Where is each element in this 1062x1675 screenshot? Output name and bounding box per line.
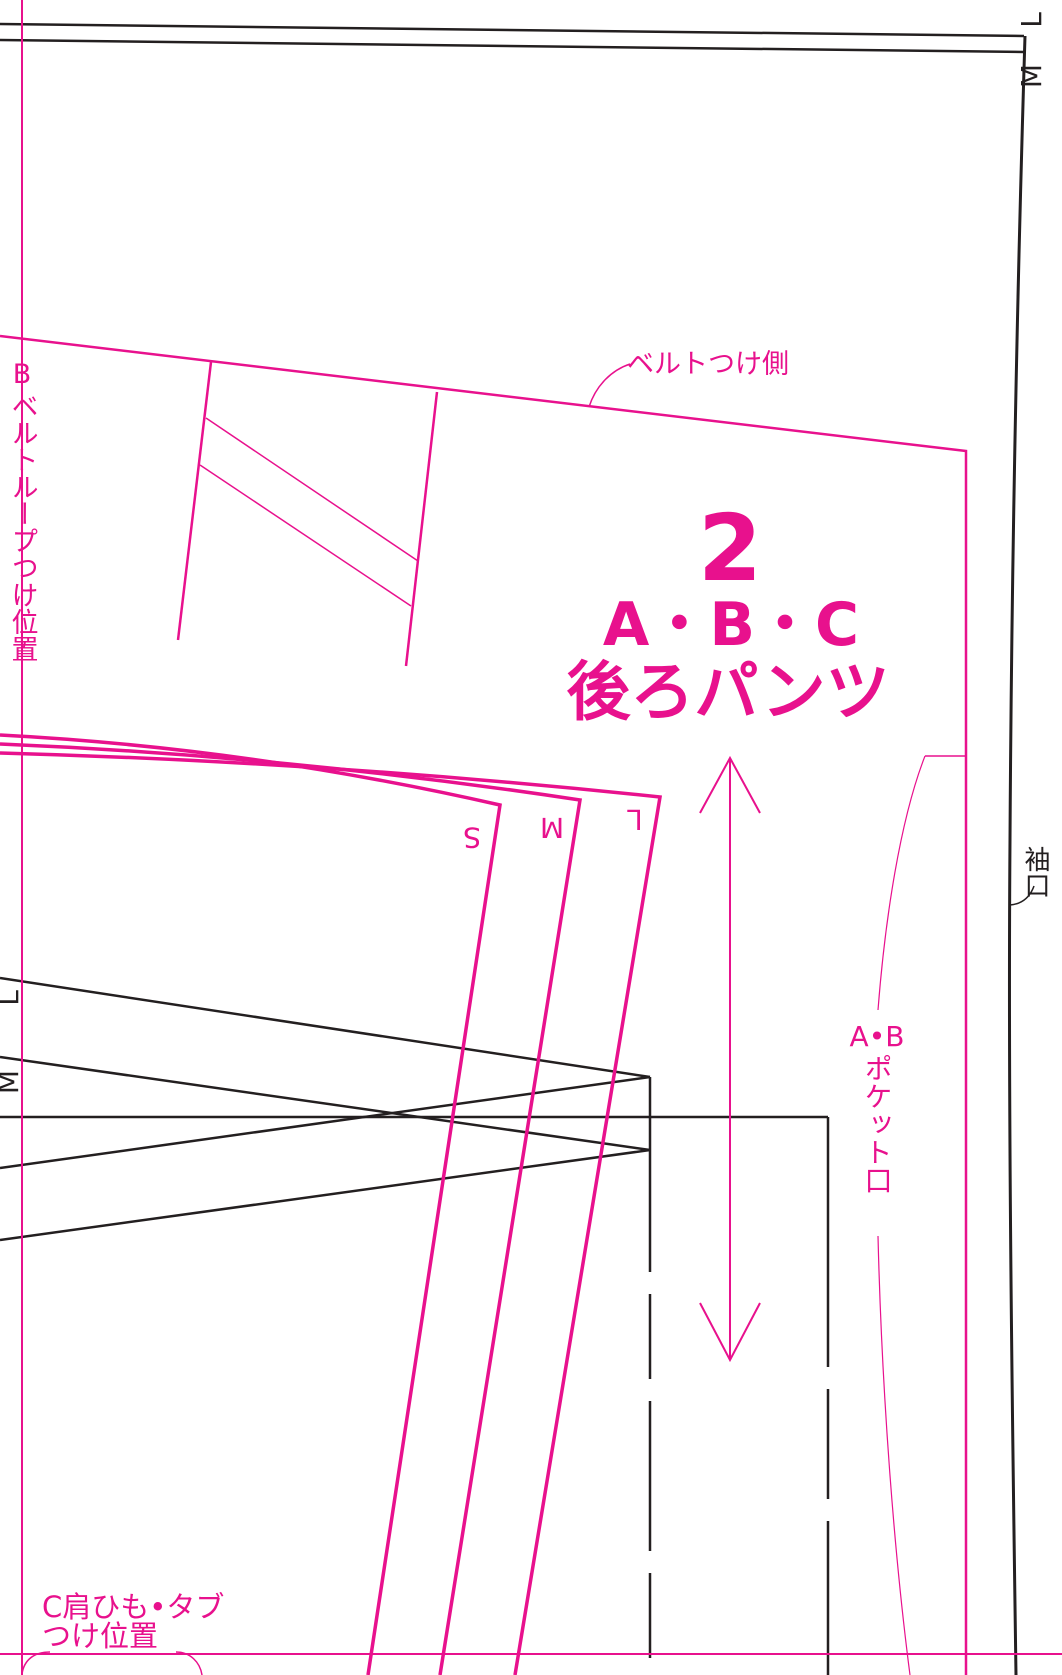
top-hem-line-m bbox=[0, 38, 1025, 54]
strap-position-label-1: C肩ひも•タブ bbox=[42, 1590, 224, 1624]
pocket-opening-lower bbox=[877, 1235, 911, 1675]
size-mark-s: S bbox=[463, 821, 481, 854]
size-mark-m: M bbox=[540, 811, 564, 844]
size-mark-top-l: L bbox=[1015, 12, 1048, 28]
pocket-opening-label: ポケット口 bbox=[861, 1054, 894, 1194]
strap-leader bbox=[21, 1651, 203, 1675]
size-m-outline bbox=[0, 742, 583, 1675]
dart-diagonal-2 bbox=[199, 464, 412, 607]
pocket-opening-upper bbox=[877, 755, 926, 1011]
piece-name: 後ろパンツ bbox=[566, 656, 889, 730]
grain-arrow-head-top bbox=[699, 755, 761, 814]
waist-belt-line bbox=[0, 334, 968, 1675]
black-outline-group bbox=[0, 22, 1027, 1675]
pocket-label-backdrop bbox=[840, 1012, 915, 1234]
grain-arrow-head-bottom bbox=[699, 1302, 761, 1363]
belt-loop-position-label: ベルトループつけ位置 bbox=[7, 392, 38, 662]
belt-loop-b-label: B bbox=[13, 359, 32, 390]
piece-variants: A・B・C bbox=[603, 590, 859, 660]
size-mark-left-m: M bbox=[0, 1070, 25, 1094]
size-mark-l: L bbox=[627, 803, 643, 836]
piece-number: 2 bbox=[698, 495, 762, 602]
top-hem-line-l bbox=[0, 22, 1025, 38]
cuff-label: 袖口 bbox=[1020, 846, 1050, 898]
black-dart-lower-b bbox=[0, 1148, 651, 1242]
right-side-seam bbox=[1007, 35, 1027, 1675]
black-dart-lower-a bbox=[0, 1075, 651, 1170]
dart-leg-right bbox=[404, 391, 439, 667]
dart-leg-left bbox=[176, 361, 213, 641]
piece-title-group: 2 A・B・C 後ろパンツ bbox=[566, 495, 889, 730]
pocket-variants-label: A•B bbox=[850, 1020, 905, 1053]
dart-diagonal-1 bbox=[205, 417, 419, 562]
belt-side-label: ベルトつけ側 bbox=[627, 349, 789, 380]
size-l-outline bbox=[0, 751, 663, 1675]
belt-side-leader bbox=[588, 363, 631, 408]
cuff-leader bbox=[1009, 885, 1035, 906]
black-dart-upper-a bbox=[0, 976, 651, 1079]
strap-position-label-2: つけ位置 bbox=[42, 1619, 158, 1653]
size-mark-left-l: L bbox=[0, 990, 25, 1006]
black-dart-upper-b bbox=[0, 1055, 651, 1152]
size-mark-top-m: M bbox=[1015, 64, 1048, 88]
